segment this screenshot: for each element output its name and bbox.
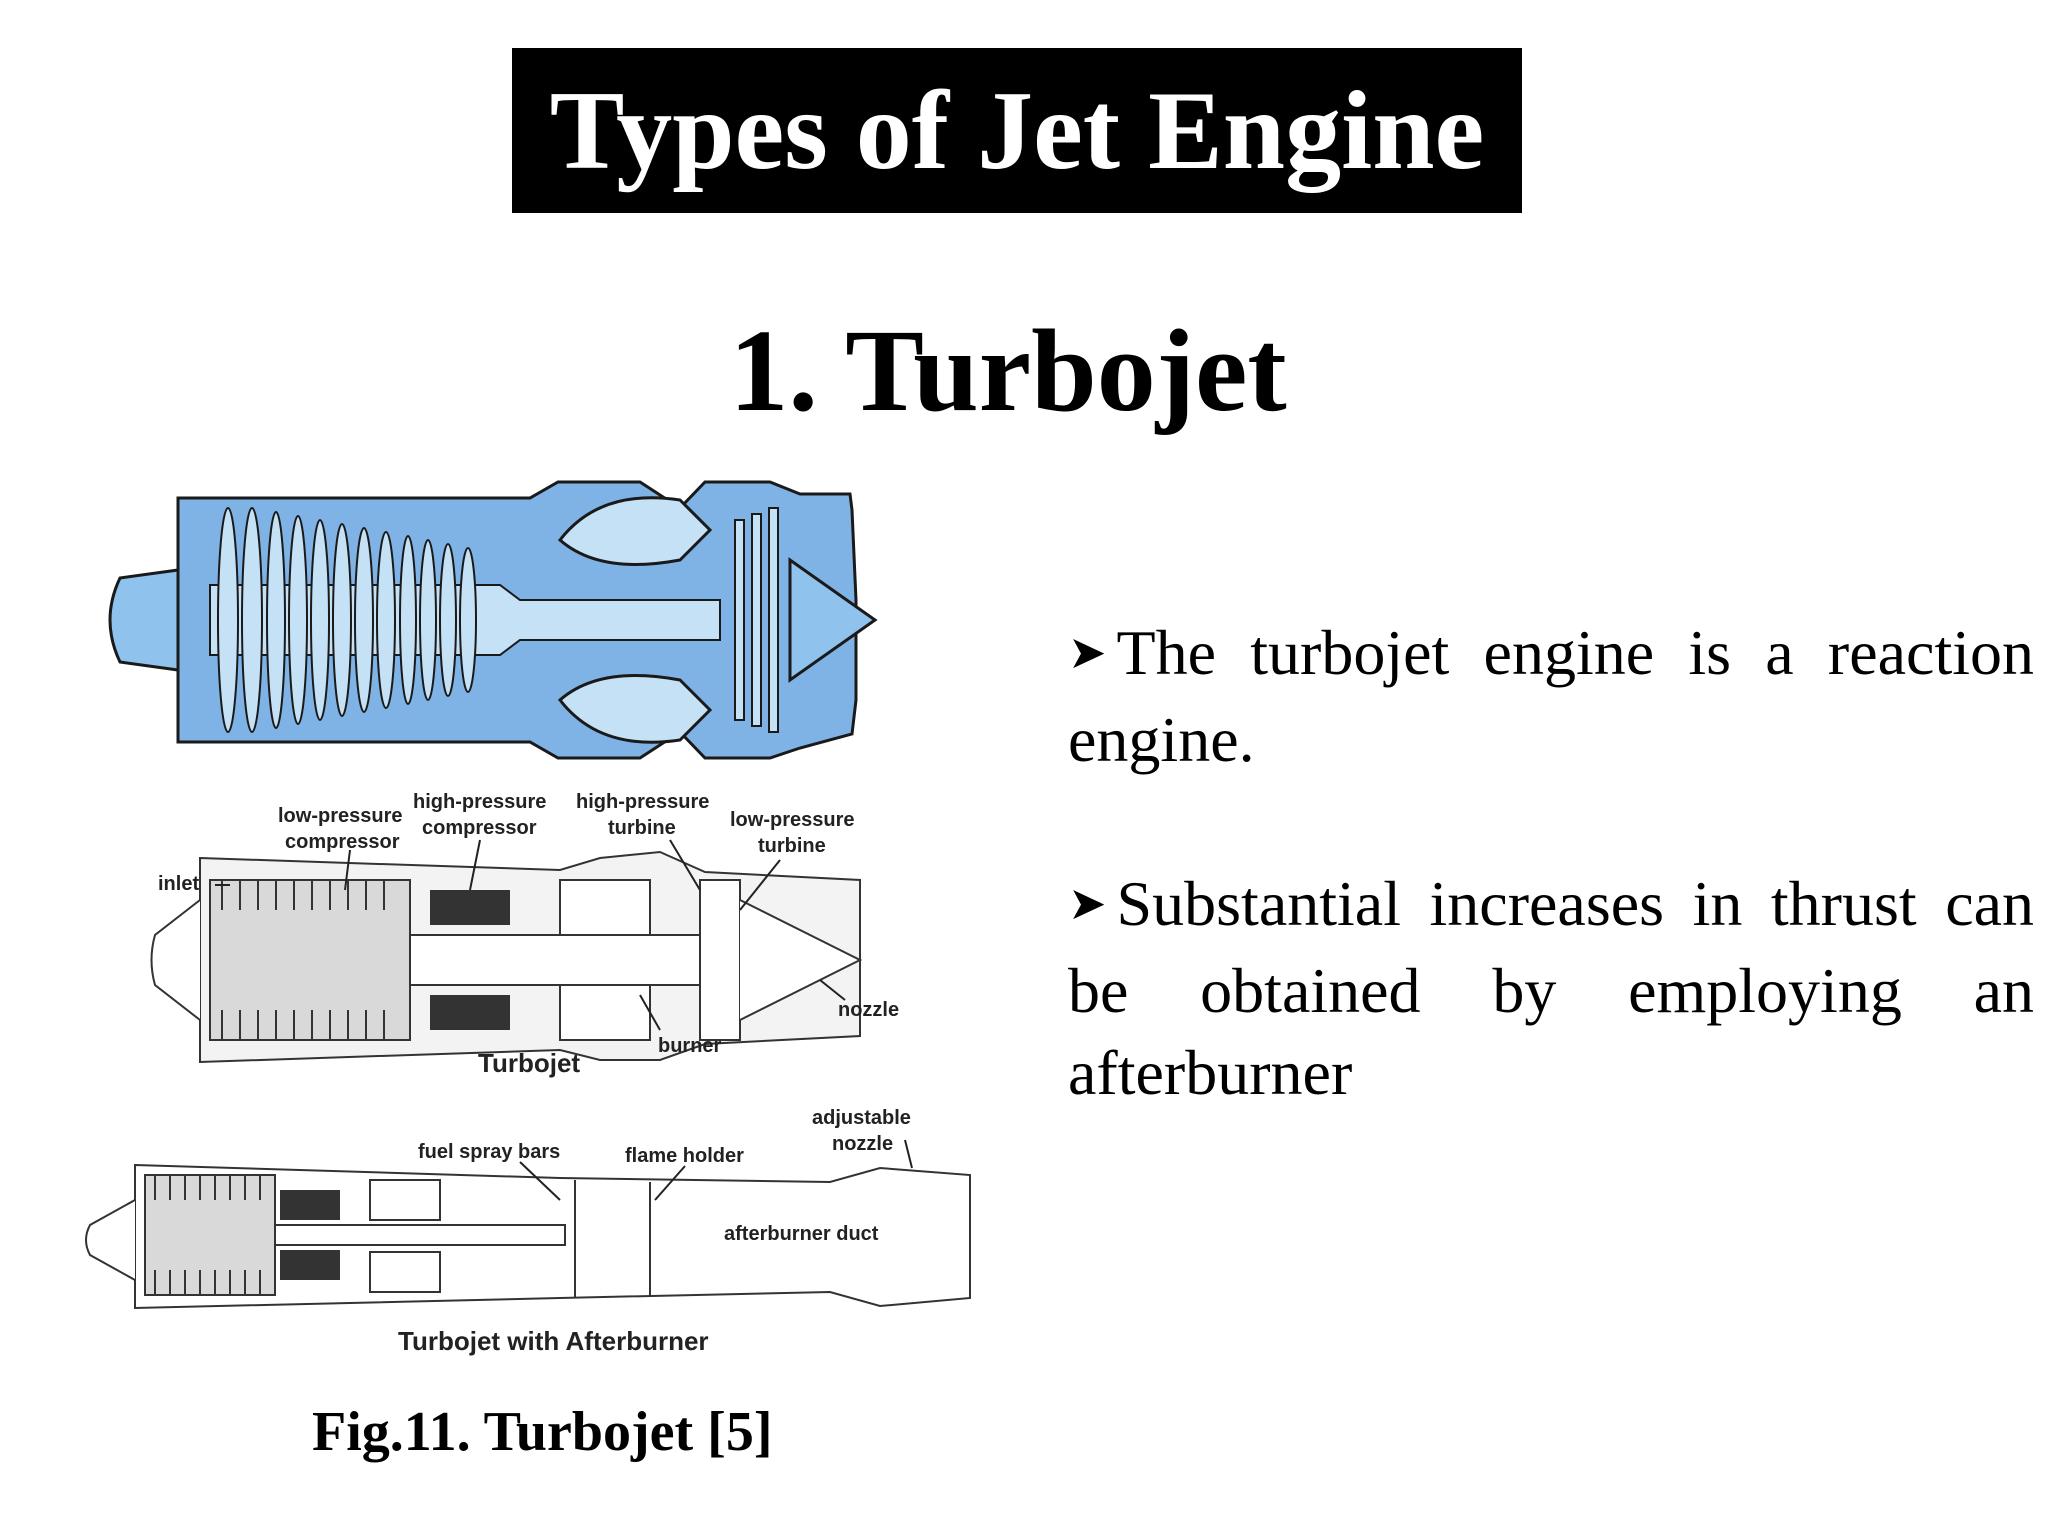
label-fuel-spray-bars: fuel spray bars xyxy=(418,1141,560,1163)
label-high-pressure-compressor: compressor xyxy=(422,817,537,839)
label-afterburner-duct: afterburner duct xyxy=(724,1223,879,1245)
slide-title-banner: Types of Jet Engine xyxy=(512,48,1522,213)
turbojet-schematic-diagram: low-pressure compressor high-pressure co… xyxy=(150,791,899,1078)
bullet-item: ➤The turbojet engine is a reaction engin… xyxy=(1068,612,2034,781)
label-high-pressure-turbine-1: high-pressure xyxy=(576,791,709,813)
label-high-pressure-1: high-pressure xyxy=(413,791,546,813)
label-adjustable-nozzle: nozzle xyxy=(832,1133,893,1155)
arrow-bullet-icon: ➤ xyxy=(1068,625,1107,679)
afterburner-schematic-diagram: adjustable nozzle fuel spray bars flame … xyxy=(85,1107,971,1356)
label-high-pressure-turbine: turbine xyxy=(608,817,676,839)
turbojet-cutaway-diagram xyxy=(108,480,878,760)
label-burner: burner xyxy=(658,1035,722,1057)
label-low-pressure-compressor: compressor xyxy=(285,831,400,853)
figure-caption: Fig.11. Turbojet [5] xyxy=(312,1401,773,1463)
arrow-bullet-icon: ➤ xyxy=(1068,876,1107,930)
label-low-pressure-turbine: turbine xyxy=(758,835,826,857)
slide-subtitle: 1. Turbojet xyxy=(729,305,1287,436)
label-inlet: inlet xyxy=(158,873,199,895)
bullet-text: Substantial increases in thrust can be o… xyxy=(1068,868,2034,1108)
label-low-pressure-turbine-1: low-pressure xyxy=(730,809,854,831)
label-flame-holder: flame holder xyxy=(625,1145,744,1167)
label-adjustable-1: adjustable xyxy=(812,1107,911,1129)
label-low-pressure-1: low-pressure xyxy=(278,805,402,827)
caption-turbojet: Turbojet xyxy=(478,1048,580,1078)
bullet-list: ➤The turbojet engine is a reaction engin… xyxy=(1068,612,2034,1196)
caption-turbojet-with-afterburner: Turbojet with Afterburner xyxy=(398,1326,709,1356)
bullet-text: The turbojet engine is a reaction engine… xyxy=(1068,617,2034,775)
slide-title: Types of Jet Engine xyxy=(549,68,1485,193)
label-nozzle: nozzle xyxy=(838,999,899,1021)
bullet-item: ➤Substantial increases in thrust can be … xyxy=(1068,863,2034,1114)
